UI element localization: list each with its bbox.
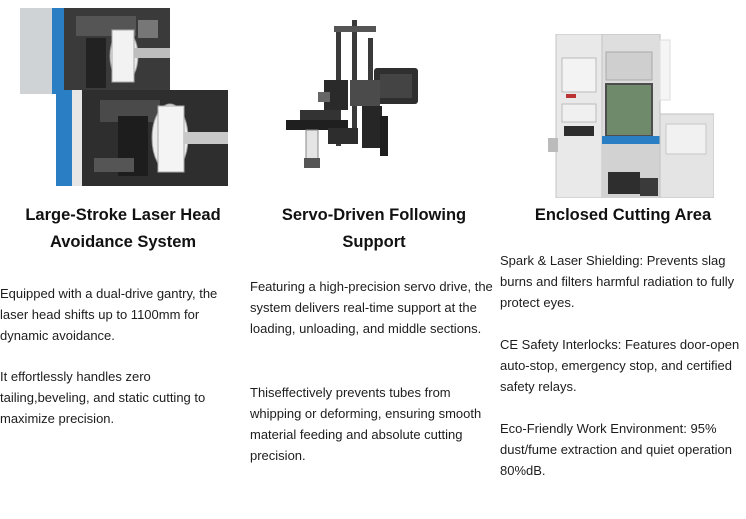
- enclosed-cutting-area-photo: [548, 34, 714, 198]
- feature-title-line: Enclosed Cutting Area: [534, 206, 712, 224]
- feature-title-line: Large-Stroke Laser Head: [25, 206, 221, 224]
- feature-title-line: Avoidance System: [49, 233, 197, 251]
- feature-description: Spark & Laser Shielding: Prevents slag b…: [500, 253, 735, 310]
- feature-description: It effortlessly handles zero tailing,bev…: [0, 369, 206, 426]
- servo-support-illustration: [286, 20, 418, 168]
- servo-support-photo: [280, 20, 430, 172]
- feature-title-line: Servo-Driven Following: [281, 206, 467, 224]
- feature-title: Servo-Driven Following Support: [250, 202, 498, 256]
- feature-title-line: Support: [342, 233, 406, 251]
- feature-title: Enclosed Cutting Area: [500, 202, 746, 229]
- enclosed-area-illustration: [548, 34, 714, 198]
- feature-description: Featuring a high-precision servo drive, …: [250, 279, 493, 336]
- feature-description: Equipped with a dual-drive gantry, the l…: [0, 286, 218, 343]
- laser-head-illustration: [20, 8, 228, 186]
- feature-description: Thiseffectively prevents tubes from whip…: [250, 385, 482, 463]
- feature-description: Eco-Friendly Work Environment: 95% dust/…: [500, 421, 732, 478]
- feature-title: Large-Stroke Laser Head Avoidance System: [0, 202, 246, 256]
- laser-head-photo: [20, 8, 228, 186]
- feature-description: CE Safety Interlocks: Features door-open…: [500, 337, 740, 394]
